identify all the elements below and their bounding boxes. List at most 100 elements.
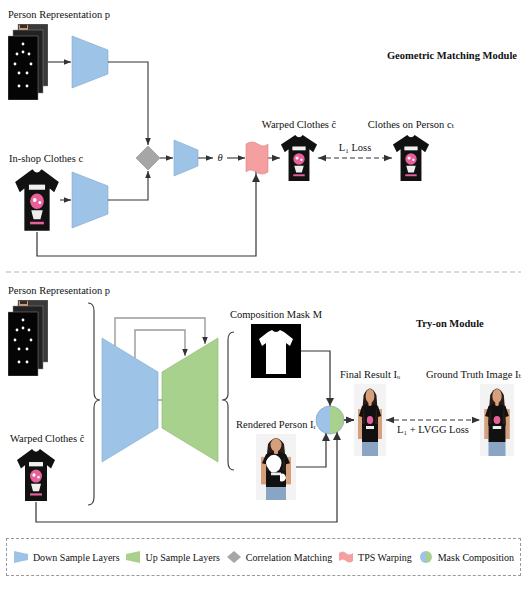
mask-composition-symbol	[333, 432, 341, 440]
legend-text: Down Sample Layers	[33, 552, 120, 563]
image-panel: In-shop Clothes c	[14, 168, 60, 232]
legend-swatch	[227, 551, 241, 563]
image-panel: Person Representation p	[8, 24, 48, 100]
person-representation-stack	[8, 24, 48, 100]
loss-connector	[386, 419, 480, 420]
module-separator	[6, 272, 521, 273]
person-representation-stack	[8, 24, 48, 100]
legend-text: Correlation Matching	[246, 552, 332, 563]
unet-skip-connection	[115, 318, 205, 346]
encoder-block	[72, 172, 108, 228]
person-representation-stack	[8, 300, 48, 376]
legend-swatch-box	[226, 550, 242, 564]
mask-composition-symbol	[322, 433, 330, 441]
loss-connector	[318, 157, 392, 158]
regression-block	[174, 140, 198, 176]
tps-warping-symbol	[252, 174, 260, 182]
warped-clothes-image	[281, 135, 317, 181]
module-separator	[6, 272, 521, 273]
legend-item: Correlation Matching	[226, 550, 332, 564]
warped-clothes-image	[281, 135, 317, 181]
legend-box: Down Sample Layers Up Sample Layers Correl…	[6, 538, 521, 576]
legend-swatch	[126, 551, 140, 563]
regression-block	[174, 140, 198, 176]
legend-swatch-box	[418, 550, 434, 564]
unet-decoder	[162, 338, 218, 462]
flow-arrow	[60, 199, 71, 200]
clothes-on-person-image	[393, 135, 429, 181]
image-caption: Warped Clothes ĉ	[262, 119, 336, 132]
image-panel: Final Result Iₒ	[354, 384, 386, 456]
legend-item: Mask Composition	[418, 550, 514, 564]
image-caption: Rendered Person Iᵣ	[236, 419, 316, 432]
flow-arrow	[48, 61, 71, 62]
unet-encoder	[102, 338, 158, 462]
correlation-diamond	[136, 146, 160, 170]
image-panel: Rendered Person Iᵣ	[256, 434, 296, 500]
person-representation-stack	[8, 300, 48, 376]
flow-arrow	[227, 157, 245, 158]
rendered-person-image	[256, 434, 296, 500]
loss-label: L₁ + LVGG Loss	[396, 424, 470, 437]
clothes-on-person-image	[393, 135, 429, 181]
loss-label: L₁ Loss	[338, 142, 373, 155]
data-flow-arrow	[37, 158, 280, 256]
in-shop-clothes-image	[15, 169, 59, 230]
image-caption: Final Result Iₒ	[340, 369, 400, 382]
legend-swatch	[14, 551, 28, 563]
image-caption: Person Representation p	[8, 9, 110, 22]
legend-text: Mask Composition	[438, 552, 514, 563]
image-panel: Clothes on Person cₜ	[392, 134, 430, 182]
final-result-image	[354, 384, 386, 456]
legend-item: TPS Warping	[338, 550, 412, 564]
in-shop-clothes-image	[15, 169, 59, 230]
unet-encoder	[102, 338, 158, 462]
output-brace	[222, 332, 234, 470]
legend-text: Up Sample Layers	[145, 552, 219, 563]
flow-arrow	[48, 62, 245, 200]
mask-composition-symbol	[326, 398, 334, 406]
flow-arrow	[198, 157, 213, 158]
legend-swatch-box	[338, 550, 354, 564]
image-caption: In-shop Clothes c	[9, 153, 83, 166]
flow-arrow	[108, 62, 148, 145]
module-title: Try-on Module	[416, 318, 484, 331]
composition-mask-image	[251, 324, 301, 378]
legend-symbol	[420, 551, 426, 563]
legend-swatch	[339, 552, 353, 563]
correlation-diamond	[136, 146, 160, 170]
image-caption: Ground Truth Image Iₜ	[426, 369, 521, 382]
tps-warping-symbol	[246, 142, 268, 174]
flow-arrow	[108, 171, 148, 200]
output-brace	[222, 332, 234, 470]
image-panel: Warped Clothes ĉ	[16, 448, 56, 502]
final-result-image	[354, 384, 386, 456]
legend-symbol	[426, 551, 432, 563]
encoder-block	[72, 36, 108, 88]
warped-clothes-image	[17, 449, 55, 501]
image-caption: Clothes on Person cₜ	[368, 119, 454, 132]
mask-composition-symbol	[316, 398, 344, 441]
mask-composition-symbol	[316, 406, 330, 434]
input-brace	[88, 303, 100, 505]
ground-truth-image	[480, 384, 514, 456]
image-caption: Warped Clothes ĉ	[10, 433, 84, 446]
warped-clothes-image	[17, 449, 55, 501]
composition-mask-image	[251, 324, 301, 378]
legend-swatch-box	[13, 550, 29, 564]
unet-skip-connection	[158, 399, 162, 400]
image-caption: Person Representation p	[8, 285, 110, 298]
image-panel: Warped Clothes ĉ	[280, 134, 318, 182]
legend-swatch-box	[125, 550, 141, 564]
mask-composition-symbol	[316, 406, 344, 434]
tps-warping-symbol	[246, 142, 268, 182]
legend-item: Down Sample Layers	[13, 550, 120, 564]
flow-arrow	[160, 157, 173, 158]
image-panel: Ground Truth Image Iₜ	[480, 384, 514, 456]
mask-composition-symbol	[330, 406, 344, 434]
unet-skip-connection	[135, 330, 185, 358]
rendered-person-image	[266, 455, 282, 473]
